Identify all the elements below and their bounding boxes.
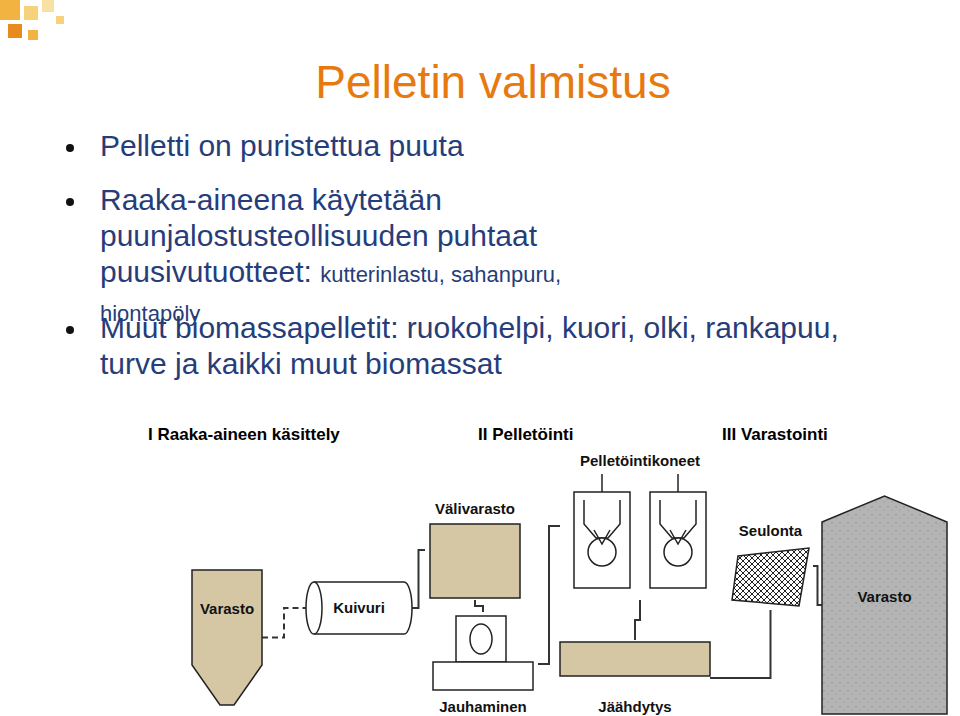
corner-square: [8, 24, 22, 38]
section-heading: III Varastointi: [722, 424, 828, 446]
pellet-presses: Pelletöintikoneet: [560, 452, 720, 600]
flow-line: [813, 566, 822, 605]
slide-title: Pelletin valmistus: [0, 54, 960, 110]
corner-square: [0, 0, 20, 20]
bullet-text: Pelletti on puristettua puuta: [100, 128, 464, 164]
node-label: Pelletöintikoneet: [560, 452, 720, 470]
section-heading: I Raaka-aineen käsittely: [148, 424, 340, 446]
grinding-mill: Jauhaminen: [428, 612, 538, 716]
corner-square: [28, 30, 38, 40]
bullet-text: Muut biomassapelletit: ruokohelpi, kuori…: [100, 310, 890, 382]
section-heading: II Pelletöinti: [478, 424, 573, 446]
flow-line: [538, 526, 560, 664]
pellet-presses-shape: [560, 452, 720, 600]
flow-line: [475, 600, 483, 612]
storage-hopper-shape: [192, 570, 262, 705]
flow-line: [262, 608, 306, 638]
bullet-block: Raaka-aineena käytetään puunjalostusteol…: [100, 182, 660, 332]
corner-square: [42, 0, 54, 12]
corner-square: [24, 6, 38, 20]
screen-sieve: Seulonta: [728, 522, 813, 610]
node-label: Jäähdytys: [560, 698, 710, 716]
node-label: Varasto: [192, 600, 262, 618]
flow-line: [710, 610, 771, 678]
node-label: Välivarasto: [425, 500, 525, 518]
bullet-dot: [66, 326, 74, 334]
buffer-bin: Välivarasto: [425, 500, 525, 600]
node-label: Seulonta: [728, 522, 813, 540]
flow-line: [635, 600, 640, 640]
storage-silo: Varasto: [822, 496, 947, 714]
corner-square: [56, 16, 64, 24]
node-label: Jauhaminen: [428, 698, 538, 716]
node-label: Kuivuri: [306, 599, 412, 617]
bullet-dot: [66, 198, 74, 206]
node-label: Varasto: [822, 588, 947, 606]
dryer-drum: Kuivuri: [306, 582, 412, 634]
bullet-dot: [66, 144, 74, 152]
cooler-box: Jäähdytys: [560, 640, 710, 716]
flow-line: [412, 550, 425, 608]
storage-hopper: Varasto: [192, 570, 262, 705]
